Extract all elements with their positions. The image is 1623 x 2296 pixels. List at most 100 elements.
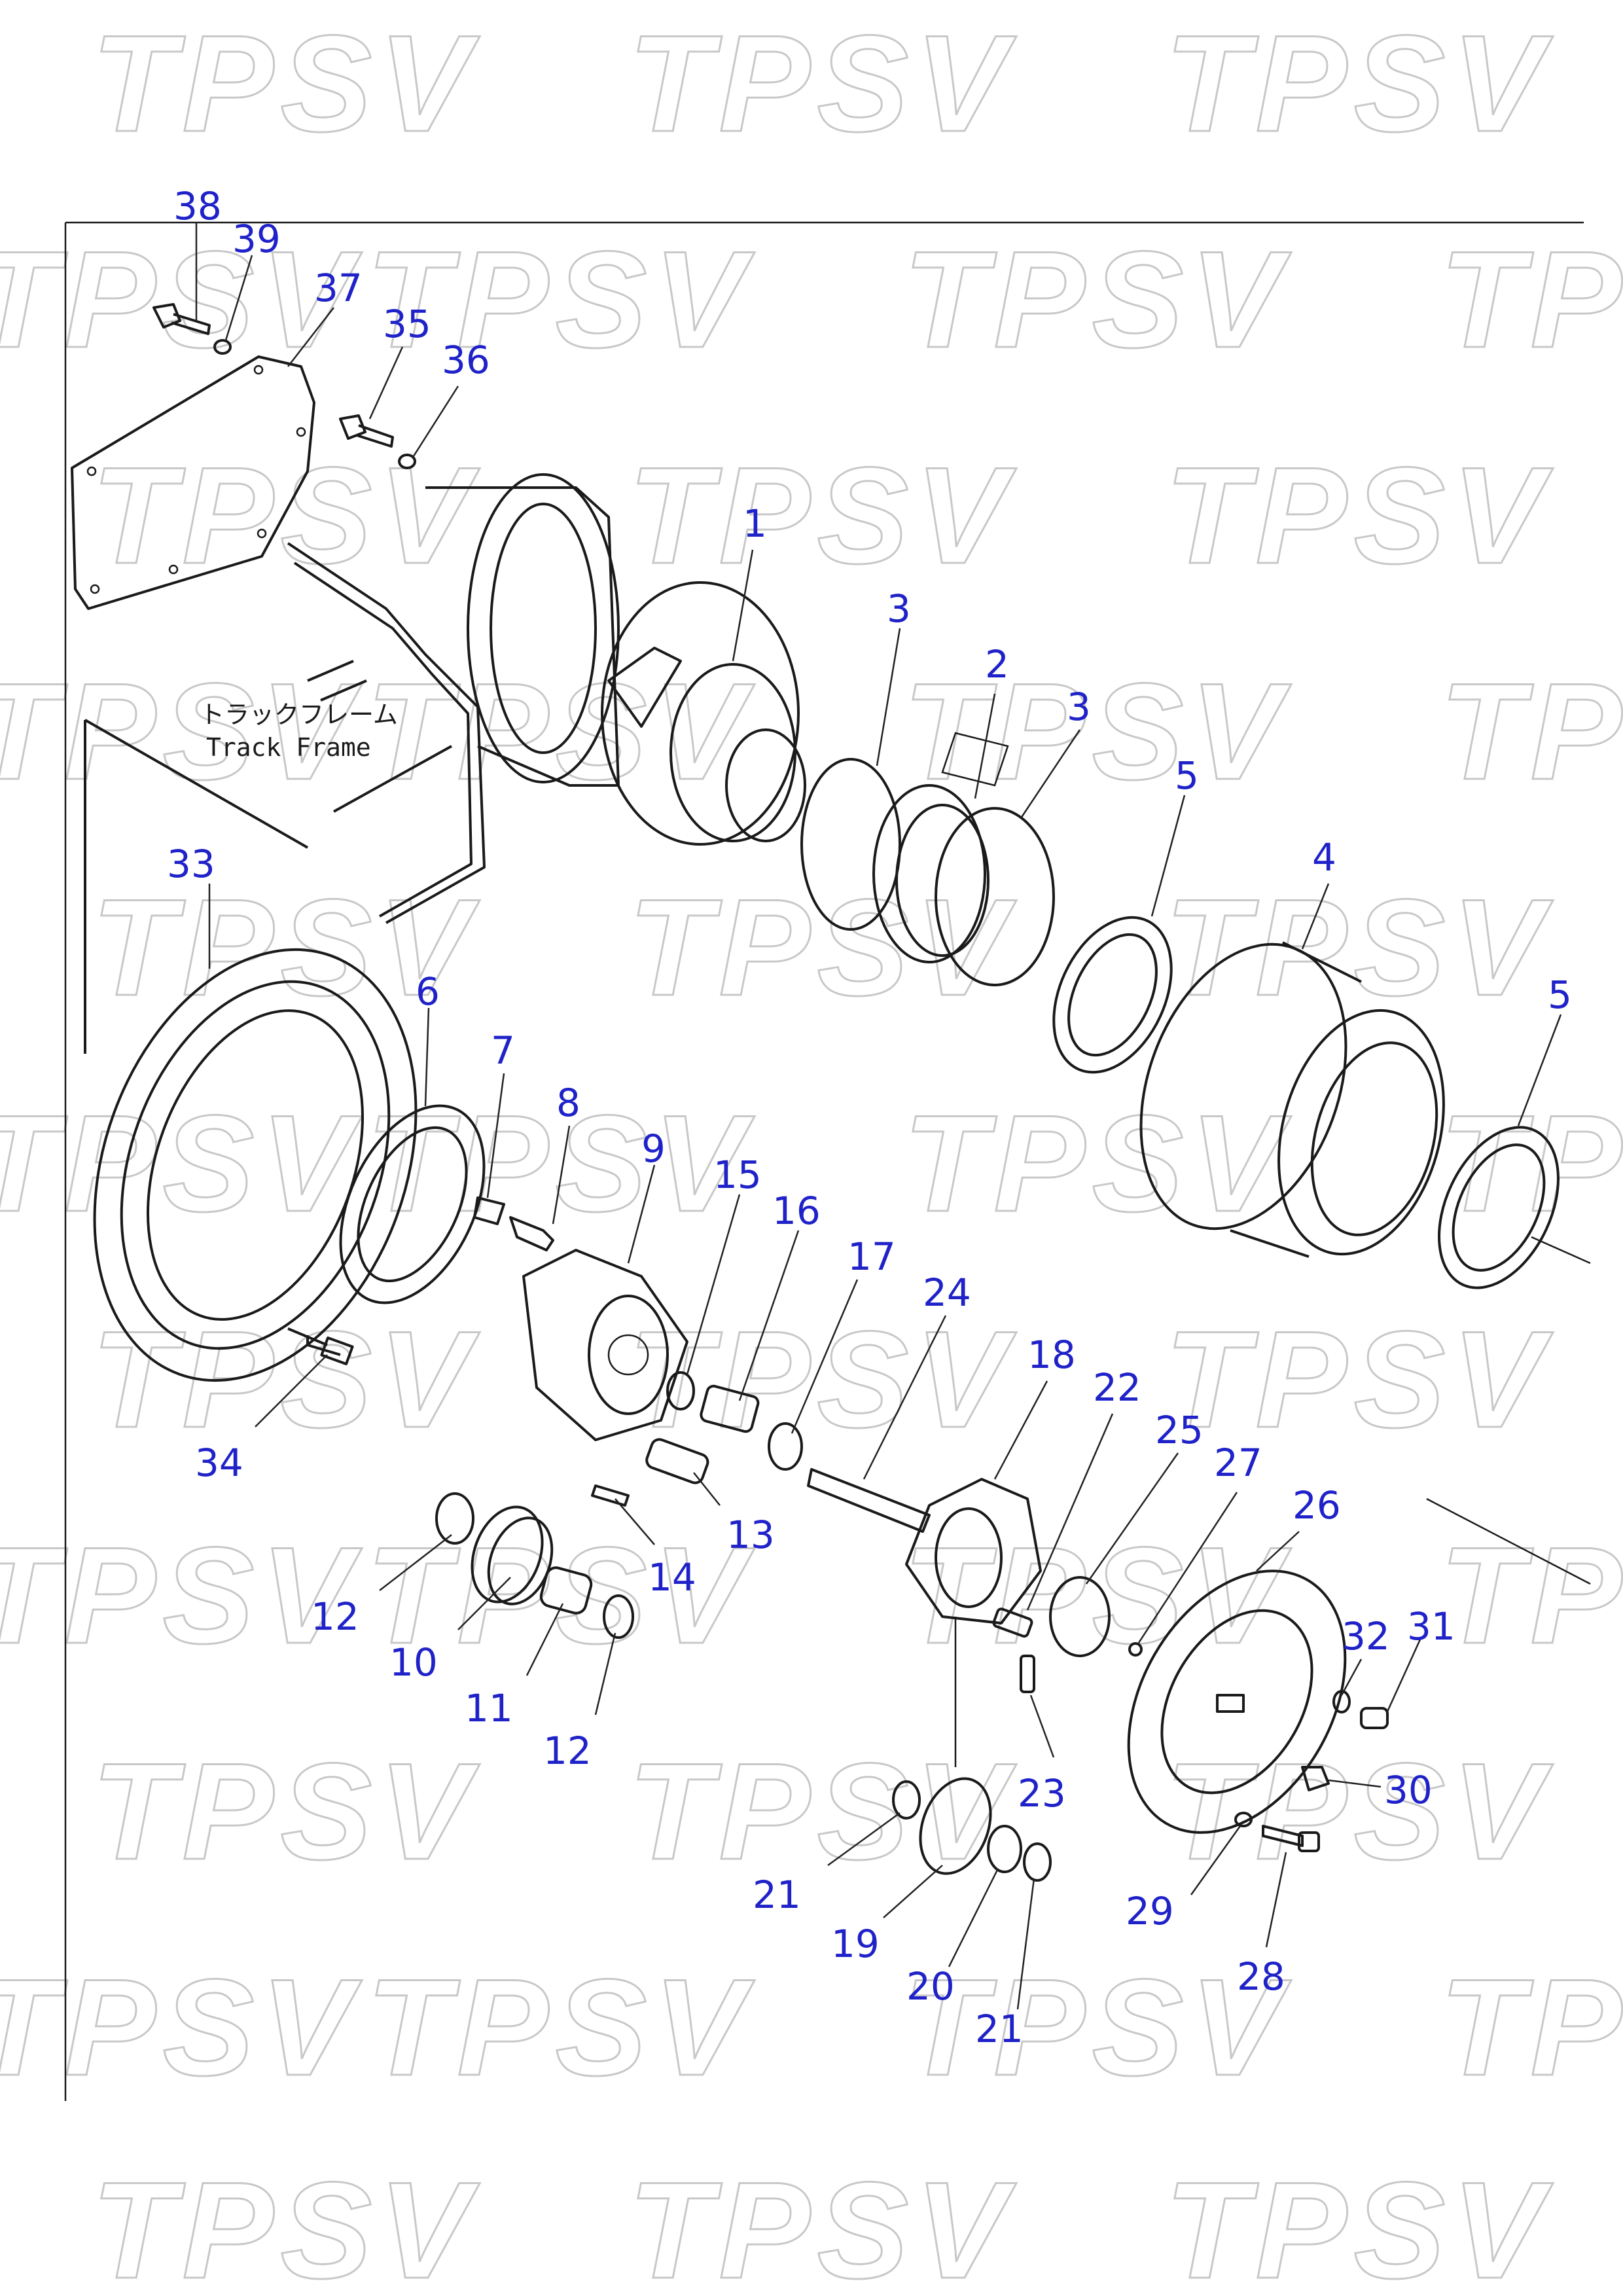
- callout-13: 13: [726, 1513, 775, 1557]
- part-6-ring: [339, 1104, 486, 1304]
- watermark: TPSV: [92, 2153, 480, 2296]
- part-7-lock-plate: [473, 1196, 505, 1225]
- callout-1: 1: [743, 501, 767, 546]
- callout-7: 7: [491, 1028, 515, 1073]
- part-16-bushing: [700, 1384, 760, 1433]
- part-12-thrust-washer: [435, 1492, 474, 1545]
- callout-2: 2: [985, 642, 1009, 687]
- track-frame-outline: トラックフレーム Track Frame: [84, 542, 486, 1054]
- part-34-bolt: [287, 1327, 354, 1365]
- callout-27: 27: [1214, 1441, 1262, 1485]
- watermark: TPSV: [1440, 1950, 1623, 2104]
- watermark: TPSV: [1165, 1302, 1553, 1456]
- watermark: TPSV: [628, 439, 1016, 592]
- watermark: TPSV: [1440, 655, 1623, 808]
- watermark: TPSV: [92, 7, 480, 160]
- part-21-thrust-washer: [1023, 1842, 1052, 1882]
- callout-37: 37: [314, 266, 363, 310]
- watermark: TPSV: [366, 655, 755, 808]
- watermark: TPSV: [1440, 1518, 1623, 1672]
- callout-24: 24: [923, 1270, 971, 1315]
- watermark: TPSV: [628, 1302, 1016, 1456]
- drawing-border: [64, 221, 1584, 2101]
- callout-16: 16: [772, 1189, 821, 1233]
- part-14-pin: [591, 1484, 630, 1507]
- watermark: TPSV: [0, 1086, 362, 1240]
- callout-38: 38: [173, 184, 222, 228]
- watermark: TPSV: [92, 1302, 480, 1456]
- part-3-seal-ring: [800, 758, 901, 931]
- part-3-seal-ring: [935, 807, 1055, 986]
- callout-19: 19: [831, 1922, 880, 1966]
- watermark: TPSV: [366, 223, 755, 376]
- watermark: TPSV: [92, 870, 480, 1024]
- callout-3: 3: [887, 586, 911, 631]
- watermark: TPSV: [366, 1086, 755, 1240]
- watermark: TPSV: [1165, 2153, 1553, 2296]
- part-27-plug: [1128, 1642, 1143, 1657]
- watermark: TPSV: [366, 1950, 755, 2104]
- watermark: TPSV: [628, 7, 1016, 160]
- callout-31: 31: [1407, 1604, 1455, 1649]
- part-39-washer: [213, 339, 232, 355]
- callout-17: 17: [847, 1234, 896, 1279]
- callout-20: 20: [906, 1964, 955, 2009]
- part-32-o-ring: [1332, 1690, 1351, 1713]
- callout-28: 28: [1237, 1954, 1285, 1999]
- callout-18: 18: [1027, 1333, 1076, 1377]
- watermark: TPSV: [0, 1950, 362, 2104]
- part-31-plug: [1360, 1707, 1389, 1729]
- part-2-floating-seal: [872, 732, 1009, 963]
- center-line: [1426, 1498, 1591, 1585]
- track-frame-label-en: Track Frame: [206, 733, 371, 762]
- part-20-bearing: [987, 1825, 1022, 1873]
- part-5-bearing: [1052, 916, 1173, 1074]
- callout-32: 32: [1342, 1614, 1390, 1659]
- part-15-snap-ring: [666, 1371, 695, 1410]
- watermark: TPSV: [903, 1518, 1291, 1672]
- part-12-thrust-washer: [603, 1594, 634, 1639]
- part-21-thrust-washer: [892, 1780, 921, 1820]
- part-5-bearing: [1438, 1126, 1591, 1289]
- part-30-plug: [1301, 1766, 1330, 1791]
- part-1-travel-motor: [425, 473, 806, 846]
- part-17-snap-ring: [768, 1422, 803, 1471]
- part-9-carrier: [522, 1249, 688, 1441]
- watermark: TPSV: [0, 223, 362, 376]
- callout-39: 39: [232, 217, 281, 261]
- leader-lines: [195, 223, 1562, 2010]
- callout-11: 11: [465, 1686, 513, 1731]
- part-18-planet-carrier: [905, 1478, 1042, 1624]
- callout-26: 26: [1293, 1483, 1341, 1528]
- callout-34: 34: [195, 1441, 243, 1485]
- callout-14: 14: [648, 1555, 696, 1600]
- part-28-bolt: [1262, 1825, 1320, 1852]
- watermark: TPSV: [903, 655, 1291, 808]
- watermark: TPSV: [628, 1734, 1016, 1888]
- watermark: TPSV: [1165, 439, 1553, 592]
- part-4-hub: [1139, 941, 1445, 1258]
- callout-3: 3: [1067, 685, 1091, 729]
- part-37-cover-plate: [71, 355, 315, 610]
- callout-35: 35: [383, 302, 431, 346]
- watermark: TPSV: [628, 2153, 1016, 2296]
- callout-6: 6: [416, 969, 440, 1014]
- callout-23: 23: [1018, 1771, 1066, 1816]
- callout-5: 5: [1175, 753, 1199, 798]
- part-26-cover: [1127, 1570, 1347, 1834]
- callout-10: 10: [389, 1640, 438, 1685]
- part-24-sun-gear-shaft: [807, 1468, 931, 1533]
- callout-labels: 38 39 37 35 36 1 3 2 3 5 4 5 33 6 7 8 9 …: [167, 184, 1572, 2051]
- watermark: TPSV: [1165, 870, 1553, 1024]
- watermark: TPSV: [1440, 223, 1623, 376]
- part-22-pin: [992, 1607, 1033, 1638]
- part-11-bearing: [539, 1566, 593, 1615]
- callout-25: 25: [1155, 1408, 1204, 1452]
- part-25-ring: [1049, 1576, 1111, 1657]
- watermark: TPSV: [1440, 1086, 1623, 1240]
- callout-22: 22: [1093, 1365, 1141, 1410]
- part-38-bolt: [152, 303, 211, 335]
- callout-8: 8: [556, 1081, 580, 1125]
- watermark: TPSV: [903, 223, 1291, 376]
- callout-36: 36: [442, 338, 490, 382]
